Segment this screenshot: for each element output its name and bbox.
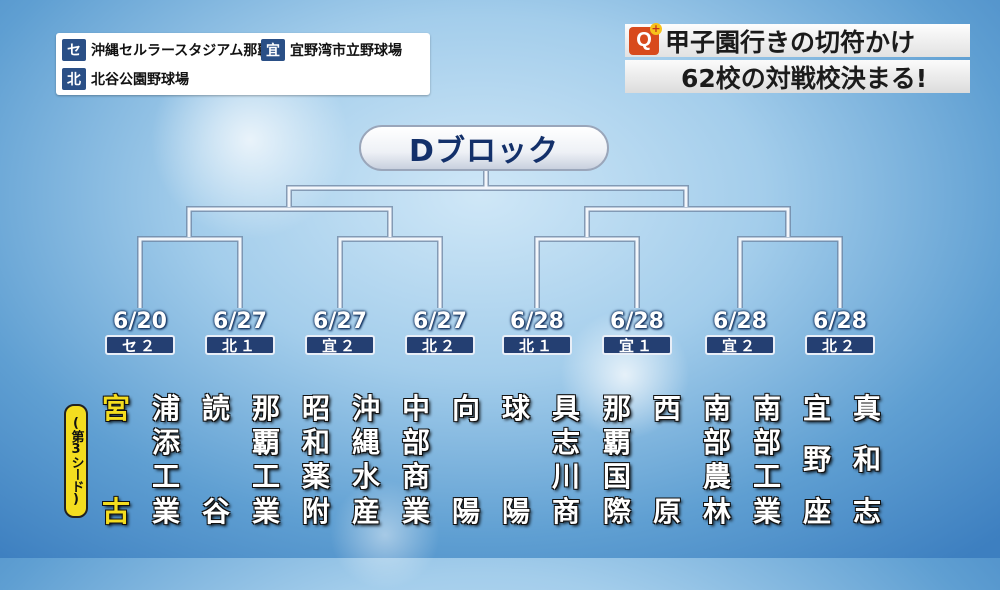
match-venue-badge: 北２ xyxy=(805,335,875,355)
team-name-char: 業 xyxy=(401,495,430,528)
team-name-char: 浦 xyxy=(151,392,180,425)
team-name-char: 添 xyxy=(151,426,180,459)
venue-legend: セ 沖縄セルラースタジアム那覇 宜 宜野湾市立野球場 北 北谷公園野球場 xyxy=(56,33,430,95)
team-name-char: 覇 xyxy=(251,426,280,459)
team-name-char: 南 xyxy=(702,392,731,425)
team-name-char: 部 xyxy=(702,426,731,459)
headline-text-1: 甲子園行きの切符かけ xyxy=(665,27,916,57)
tournament-bracket-lines xyxy=(137,171,843,308)
team-name-char: 那 xyxy=(602,392,631,425)
team-name-char: 工 xyxy=(251,460,280,493)
match-date: 6/27 xyxy=(413,309,467,334)
headline-line-2: 62校の対戦校決まる! xyxy=(625,60,970,93)
team-name-char: 真 xyxy=(852,392,881,425)
team-name-char: 商 xyxy=(551,495,580,528)
team-name-char: 具 xyxy=(551,392,580,425)
team-name-char: 球 xyxy=(501,392,530,425)
team-name-char: 宜 xyxy=(802,392,831,425)
match-date: 6/28 xyxy=(813,309,867,334)
team-name-char: 古 xyxy=(101,495,130,528)
legend-badge: 北 xyxy=(62,68,86,90)
match-venue-badge: 宜１ xyxy=(602,335,672,355)
team-name-char: 水 xyxy=(351,460,380,493)
seed-note: (第3シード) xyxy=(64,404,88,518)
team-name-char: 工 xyxy=(752,460,781,493)
team-name-char: 西 xyxy=(652,392,681,425)
team-name-char: 陽 xyxy=(451,495,480,528)
team-name-char: 縄 xyxy=(351,426,380,459)
team-name-char: 際 xyxy=(602,495,631,528)
team-name-char: 附 xyxy=(301,495,330,528)
team-name-char: 業 xyxy=(752,495,781,528)
match-date: 6/20 xyxy=(113,309,167,334)
team-name-char: 部 xyxy=(401,426,430,459)
match-venue-badge: 北１ xyxy=(502,335,572,355)
team-name-char: 産 xyxy=(351,495,380,528)
team-name-char: 中 xyxy=(401,392,430,425)
match-date: 6/27 xyxy=(313,309,367,334)
team-name-char: 原 xyxy=(652,495,681,528)
team-name-char: 読 xyxy=(201,392,230,425)
legend-label: 北谷公園野球場 xyxy=(91,72,189,88)
team-name-char: 和 xyxy=(301,426,330,459)
team-name-char: 向 xyxy=(451,392,480,425)
match-date: 6/28 xyxy=(713,309,767,334)
legend-label: 宜野湾市立野球場 xyxy=(290,43,402,59)
team-name-char: 和 xyxy=(852,443,881,476)
team-name-char: 川 xyxy=(551,460,580,493)
team-name-char: 陽 xyxy=(501,495,530,528)
team-name-char: 宮 xyxy=(101,392,130,425)
match-venue-badge: 北２ xyxy=(405,335,475,355)
logo-plus-icon: + xyxy=(650,21,662,35)
team-name-char: 谷 xyxy=(201,495,230,528)
headline-text-2: 62校の対戦校決まる! xyxy=(681,63,928,93)
team-name-char: 薬 xyxy=(301,460,330,493)
team-name-char: 南 xyxy=(752,392,781,425)
logo-letter: Q xyxy=(636,29,652,51)
team-name-char: 工 xyxy=(151,460,180,493)
team-name-char: 志 xyxy=(852,495,881,528)
q-plus-logo: Q + xyxy=(629,22,662,55)
match-venue-badge: 北１ xyxy=(205,335,275,355)
legend-item-ginowan: 宜 宜野湾市立野球場 xyxy=(261,38,402,62)
team-name-char: 業 xyxy=(251,495,280,528)
team-name-char: 沖 xyxy=(351,392,380,425)
team-name-char: 商 xyxy=(401,460,430,493)
headline-line-1: Q + 甲子園行きの切符かけ xyxy=(625,22,970,57)
team-name-char: 志 xyxy=(551,426,580,459)
team-name-char: 野 xyxy=(802,443,831,476)
match-venue-badge: 宜２ xyxy=(705,335,775,355)
match-venue-badge: 宜２ xyxy=(305,335,375,355)
match-date: 6/28 xyxy=(610,309,664,334)
match-date: 6/27 xyxy=(213,309,267,334)
team-name-char: 座 xyxy=(802,495,831,528)
legend-label: 沖縄セルラースタジアム那覇 xyxy=(91,43,272,59)
legend-badge: セ xyxy=(62,39,86,61)
block-title: Dブロック xyxy=(359,125,609,171)
headline-banner: Q + 甲子園行きの切符かけ 62校の対戦校決まる! xyxy=(625,22,970,94)
legend-badge: 宜 xyxy=(261,39,285,61)
team-name-char: 昭 xyxy=(301,392,330,425)
team-name-char: 覇 xyxy=(602,426,631,459)
match-date: 6/28 xyxy=(510,309,564,334)
team-name-char: 那 xyxy=(251,392,280,425)
team-name-char: 林 xyxy=(702,495,731,528)
legend-item-cellular-stadium: セ 沖縄セルラースタジアム那覇 xyxy=(62,38,271,62)
team-name-char: 業 xyxy=(151,495,180,528)
match-venue-badge: セ２ xyxy=(105,335,175,355)
legend-item-chatan: 北 北谷公園野球場 xyxy=(62,67,189,91)
team-name-char: 農 xyxy=(702,460,731,493)
team-name-char: 部 xyxy=(752,426,781,459)
team-name-char: 国 xyxy=(602,460,631,493)
